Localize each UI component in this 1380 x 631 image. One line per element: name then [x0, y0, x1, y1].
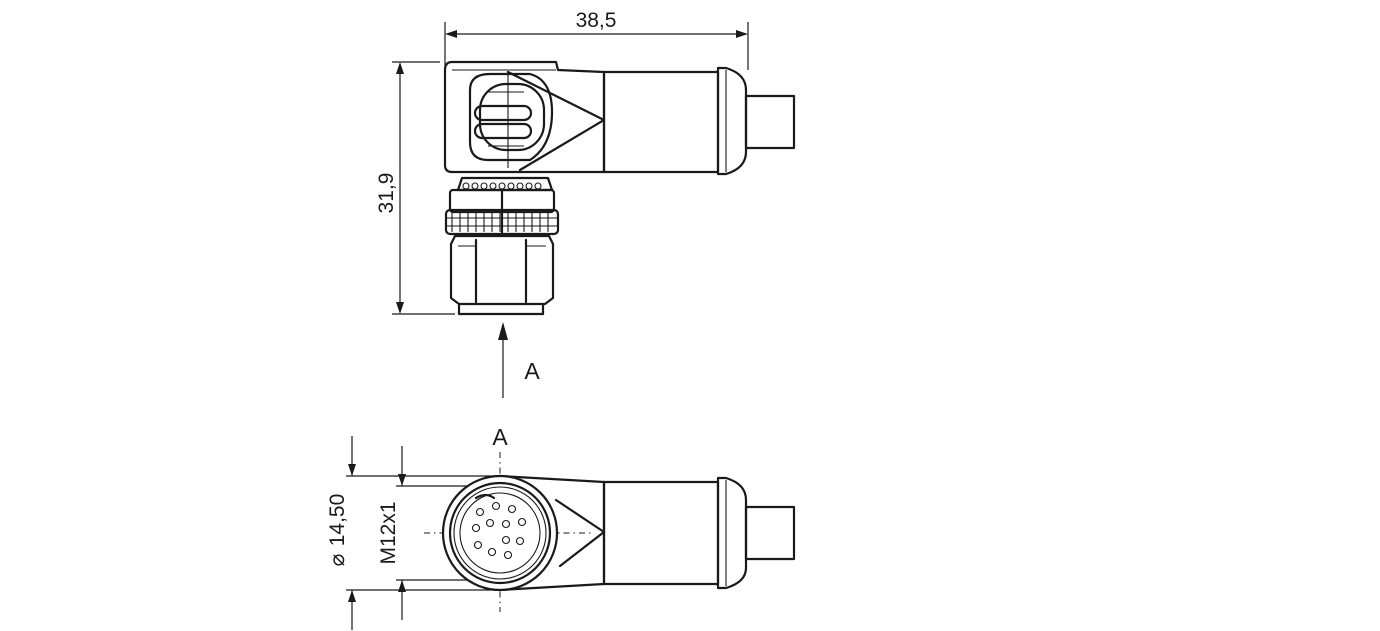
knurl-tooth: [489, 182, 497, 190]
knurl-tooth: [507, 182, 515, 190]
coupling-nut: [444, 176, 560, 236]
diameter-dimension-label: 14,50: [326, 494, 349, 547]
view-arrow: A: [498, 322, 540, 398]
knurl-tooth: [516, 182, 524, 190]
dimension-thread: M12x1: [377, 446, 500, 620]
length-dimension-label: 38,5: [576, 9, 617, 32]
knurl-tooth: [471, 182, 479, 190]
knurl-tooth: [534, 182, 542, 190]
view-arrow-label: A: [524, 358, 540, 384]
thread-dimension-label: M12x1: [377, 501, 400, 564]
knurl-tooth: [525, 182, 533, 190]
hex-body: [449, 234, 555, 316]
front-body: [498, 474, 796, 592]
view-label: A: [492, 424, 508, 450]
dimension-length: 38,5: [444, 9, 749, 70]
height-dimension-label: 31,9: [375, 173, 398, 214]
connector-head: [443, 60, 606, 174]
side-view: 38,5 31,9: [375, 9, 796, 398]
contact-pins: [471, 501, 527, 560]
knurl-tooth: [498, 182, 506, 190]
front-view: A ⌀ 14,50 M12x1: [326, 424, 796, 630]
knurl-tooth: [462, 182, 470, 190]
cable-sleeve: [602, 66, 796, 176]
diameter-symbol: ⌀: [326, 554, 349, 567]
dimension-height: 31,9: [375, 61, 455, 315]
knurl-tooth: [480, 182, 488, 190]
dimension-diameter: ⌀ 14,50: [326, 436, 500, 630]
socket-face: [441, 474, 559, 592]
